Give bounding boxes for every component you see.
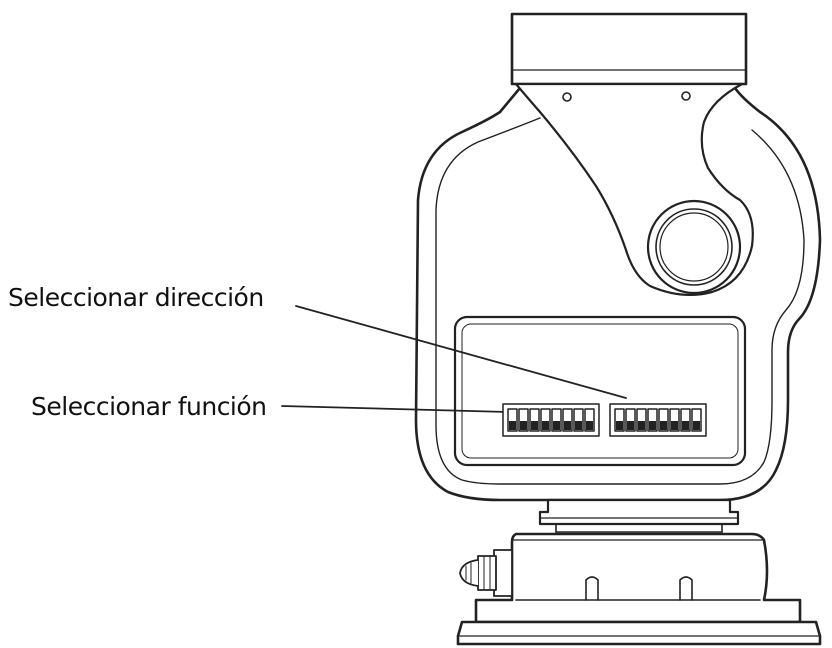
screw-right [681, 91, 691, 101]
boss-inner [655, 208, 733, 286]
boss-outer [646, 199, 742, 295]
base-housing [474, 532, 802, 624]
dip-switch-bank-function [502, 403, 600, 437]
cable-gland [459, 549, 513, 597]
rotation-collar [538, 498, 740, 526]
callout-line-function [281, 405, 509, 413]
boss-core [659, 212, 729, 282]
callout-label-direction: Seleccionar dirección [8, 283, 264, 312]
screw-left [562, 92, 572, 102]
callout-label-function: Seleccionar función [31, 392, 267, 421]
base-plate [456, 620, 822, 646]
base-slot-1 [585, 576, 599, 601]
base-slot-2 [679, 576, 693, 601]
callout-line-direction [295, 305, 627, 399]
dip-switch-bank-direction [609, 403, 707, 437]
top-mount-block [510, 12, 748, 86]
main-body-inner-outline [435, 117, 805, 485]
